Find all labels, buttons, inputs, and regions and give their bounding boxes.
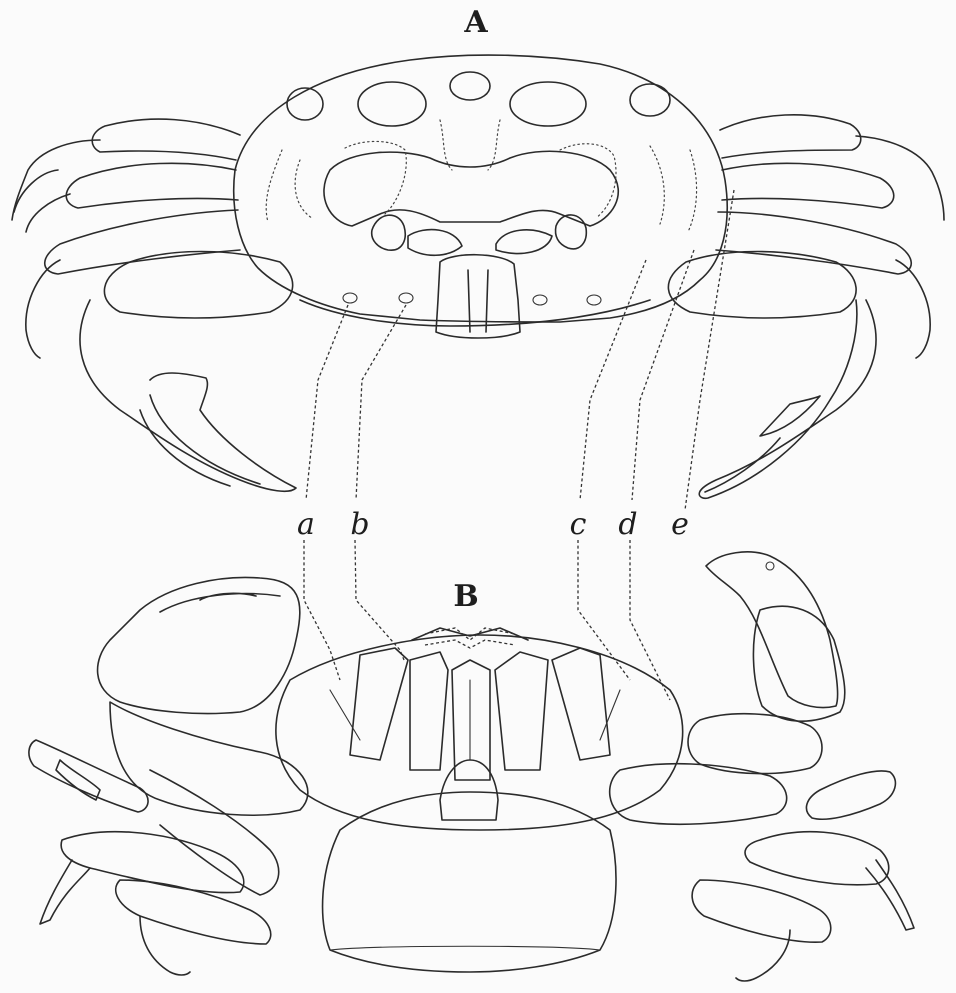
leader-label-d: d (618, 507, 637, 542)
leader-label-e: e (671, 507, 689, 542)
leader-line-c (578, 260, 646, 680)
dotted-outline (440, 120, 500, 170)
panel-label-a: A (463, 5, 488, 40)
panel-label-b: B (453, 579, 478, 614)
walking-leg (40, 860, 90, 924)
dotted-outline (266, 150, 312, 222)
leader-label-c: c (570, 507, 587, 542)
walking-leg (856, 136, 944, 220)
walking-leg (716, 212, 911, 274)
dotted-outline (560, 144, 616, 218)
maxilliped-plate (495, 652, 548, 770)
walking-leg-dactyl (14, 170, 70, 232)
crab-b-ventral-view (29, 552, 914, 981)
walking-leg (866, 860, 914, 930)
crab-a-dorsal-view (12, 55, 944, 498)
right-chela-finger (760, 396, 820, 436)
left-cheliped-finger (160, 593, 280, 612)
walking-leg (745, 832, 889, 885)
left-cheliped-carpus (150, 770, 279, 895)
leader-label-a: a (297, 507, 315, 542)
left-chela (104, 252, 292, 319)
antennule (496, 230, 552, 254)
walking-leg (692, 880, 831, 942)
carapace-region (510, 82, 586, 126)
maxilliped-plate (552, 648, 610, 760)
leader-label-b: b (350, 507, 369, 542)
pore (343, 293, 357, 303)
leader-line-d (630, 250, 694, 700)
right-cheliped-merus (610, 764, 787, 825)
right-chela (699, 300, 876, 498)
mouth-frame (468, 270, 488, 332)
left-eye (372, 215, 406, 250)
pore (399, 293, 413, 303)
leader-line-a (304, 305, 348, 680)
carapace-region (358, 82, 426, 126)
maxilliped-plate (350, 648, 408, 760)
left-cheliped-merus (110, 702, 308, 815)
walking-leg (722, 163, 894, 208)
walking-leg (116, 880, 271, 944)
pore (533, 295, 547, 305)
antennule (408, 230, 462, 256)
abdomen-line (330, 946, 600, 950)
maxilliped-plate (410, 652, 448, 770)
carapace-outline (234, 55, 727, 322)
leader-lines (304, 190, 734, 700)
carapace-region (287, 88, 323, 120)
walking-leg (806, 771, 895, 819)
right-cheliped-palm (753, 606, 844, 721)
walking-leg (736, 930, 790, 981)
buccal-frame-dashed (425, 628, 515, 648)
pore (587, 295, 601, 305)
leader-line-b (355, 305, 406, 660)
walking-leg (66, 163, 238, 208)
maxilliped-plate (452, 660, 490, 780)
right-cheliped-finger (706, 552, 838, 708)
carapace-region (450, 72, 490, 100)
walking-leg (720, 115, 861, 158)
walking-leg (12, 140, 100, 220)
dotted-outline (650, 146, 697, 232)
left-chela (80, 300, 296, 491)
walking-leg (26, 260, 60, 358)
walking-leg (61, 832, 244, 893)
walking-leg (896, 260, 930, 358)
leader-line-e (685, 190, 734, 510)
walking-leg (92, 119, 240, 160)
walking-leg (29, 740, 148, 812)
walking-leg (45, 210, 240, 274)
spot-mark (766, 562, 774, 570)
carapace-region (630, 84, 670, 116)
right-eye (556, 215, 587, 249)
